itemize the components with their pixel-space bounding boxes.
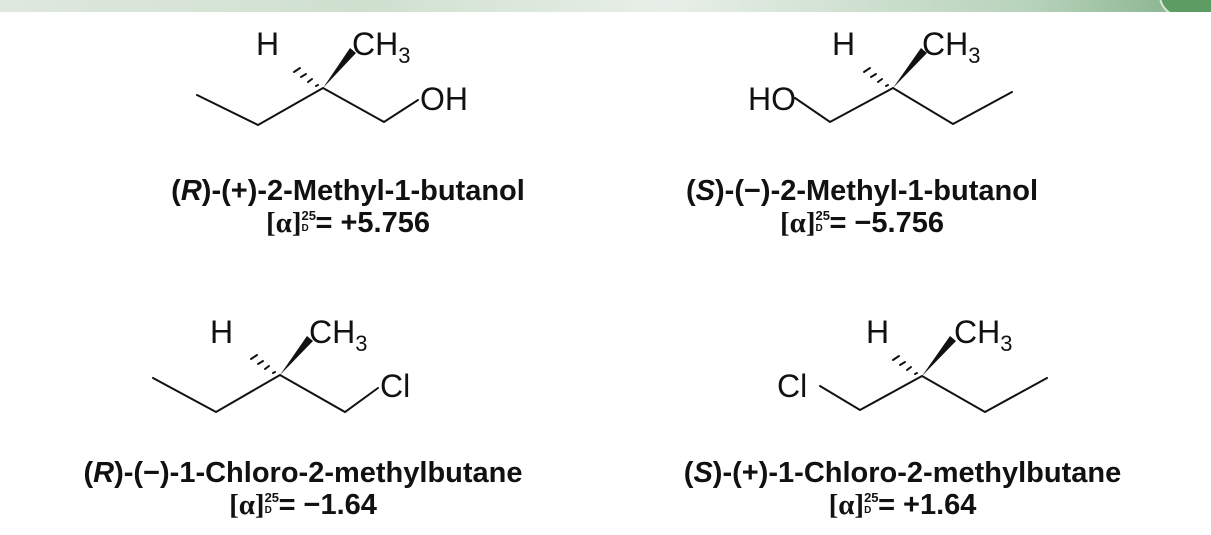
hydrogen-label: H: [832, 26, 855, 62]
compound-name: (S)-(−)-2-Methyl-1-butanol: [685, 175, 1039, 207]
solid-wedge-bond: [922, 336, 956, 376]
slide-background-top: [0, 0, 1211, 14]
compound-name: (R)-(+)-2-Methyl-1-butanol: [171, 175, 525, 207]
methyl-label: CH3: [309, 314, 367, 356]
molecule-r-chloromethylbutane: H CH3 Cl: [152, 314, 410, 414]
methyl-label: CH3: [352, 26, 410, 68]
chlorine-label: Cl: [777, 368, 807, 404]
methyl-label: CH3: [922, 26, 980, 68]
chlorine-label: Cl: [380, 368, 410, 404]
hydrogen-label: H: [210, 314, 233, 350]
hydroxyl-label: HO: [748, 81, 796, 117]
solid-wedge-bond: [280, 336, 313, 375]
figure-panel: [0, 12, 1211, 535]
hashed-wedge-bond: [293, 67, 319, 87]
molecule-s-chloromethylbutane: H CH3 Cl: [777, 314, 1048, 414]
compound-name: (S)-(+)-1-Chloro-2-methylbutane: [683, 457, 1122, 489]
carbon-chain: [819, 374, 1048, 414]
molecule-s-methylbutanol: H CH3 HO: [748, 26, 1013, 126]
solid-wedge-bond: [323, 48, 356, 88]
compound-name: (R)-(−)-1-Chloro-2-methylbutane: [83, 457, 523, 489]
carbon-chain: [794, 86, 1013, 126]
solid-wedge-bond: [893, 48, 927, 88]
methyl-label: CH3: [954, 314, 1012, 356]
hashed-wedge-bond: [863, 67, 889, 87]
carbon-chain: [152, 373, 379, 414]
hydrogen-label: H: [256, 26, 279, 62]
carbon-chain: [196, 86, 419, 127]
hydrogen-label: H: [866, 314, 889, 350]
hashed-wedge-bond: [250, 354, 276, 374]
hashed-wedge-bond: [892, 355, 918, 375]
hydroxyl-label: OH: [420, 81, 468, 117]
molecule-r-methylbutanol: H CH3 OH: [196, 26, 468, 127]
